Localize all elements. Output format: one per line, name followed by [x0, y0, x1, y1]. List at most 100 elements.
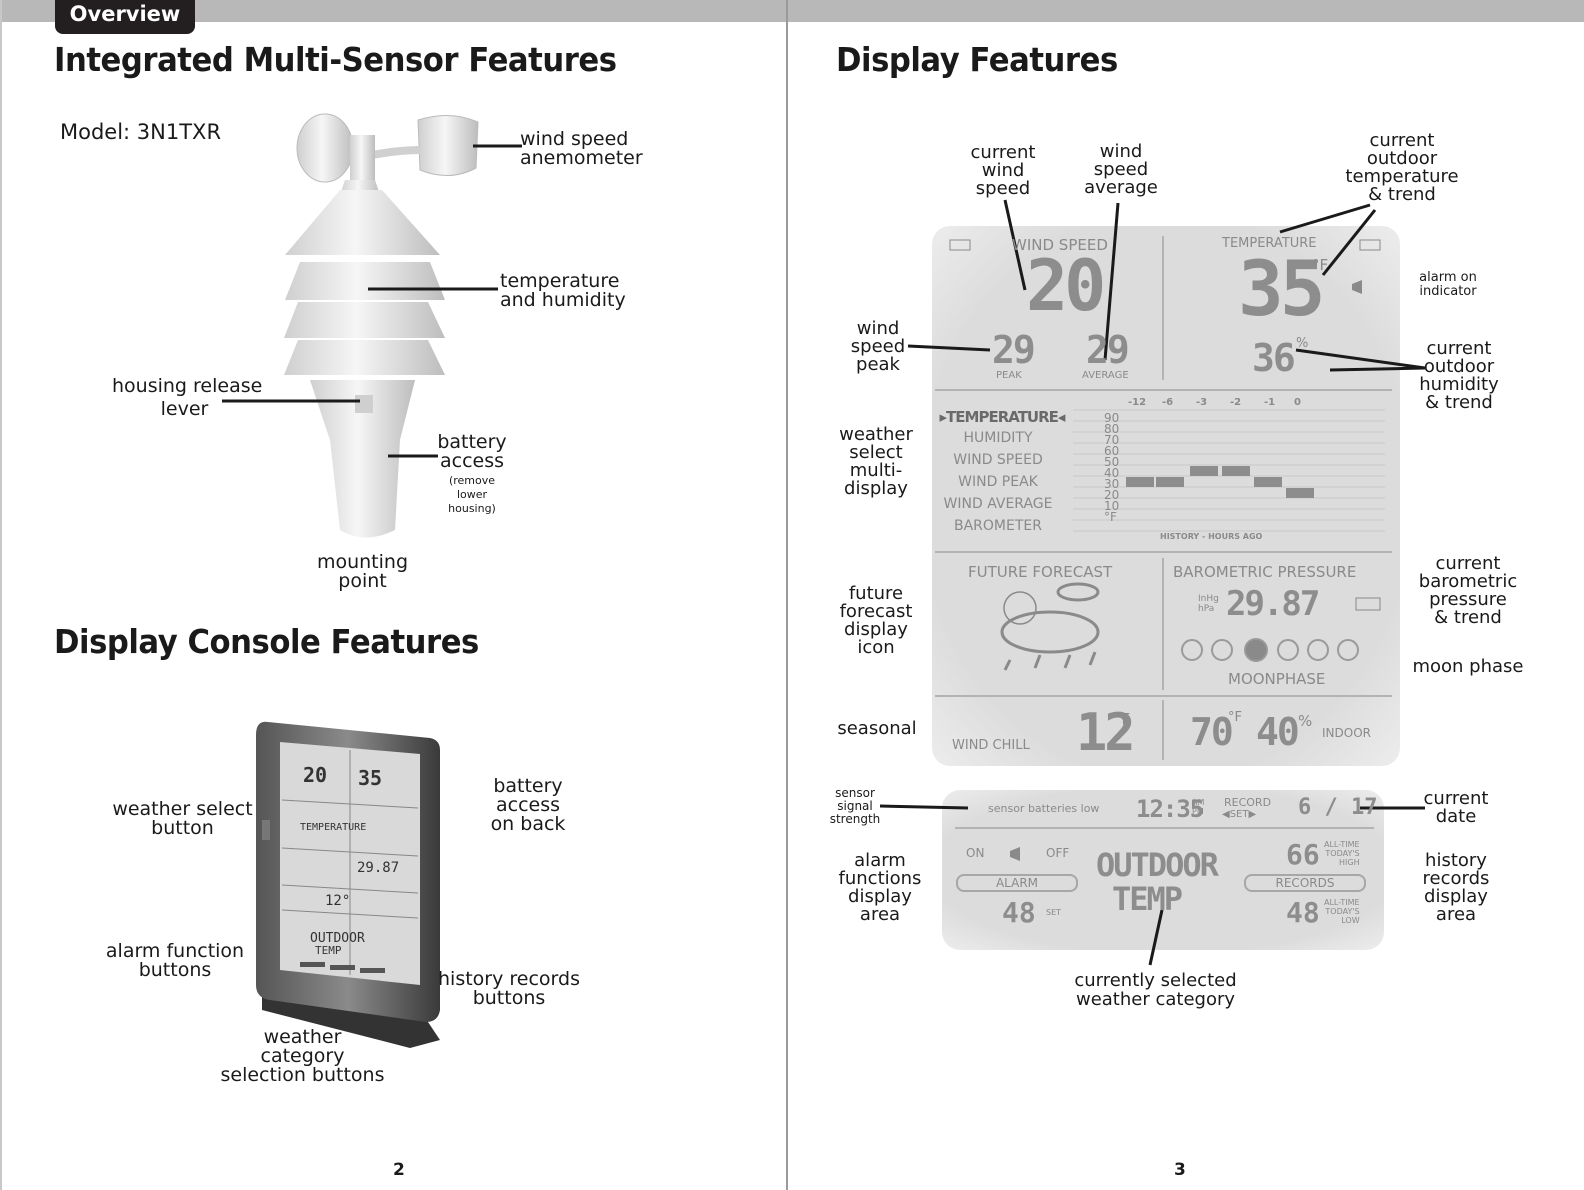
history-bar [1190, 466, 1218, 476]
lcd-wind-speed-label: WIND SPEED [1012, 236, 1108, 254]
callout-history-area: history records display area [1422, 850, 1490, 925]
lcd-temp-value: 35 [1238, 244, 1325, 333]
lcd-humidity-unit: % [1296, 336, 1309, 351]
indoor-hum-value: 40 [1256, 710, 1300, 754]
console-features-title: Display Console Features [54, 622, 479, 661]
selected-category-line1: OUTDOOR [1096, 846, 1219, 884]
callout-alarm-area: alarm functions display area [838, 850, 922, 925]
callout-outdoor-temp: current outdoor temperature & trend [1345, 130, 1459, 205]
baro-value: 29.87 [1226, 584, 1320, 624]
callout-alarm-on: alarm on indicator [1419, 270, 1477, 299]
svg-text:29.87: 29.87 [357, 860, 399, 876]
record-label: RECORD [1224, 796, 1272, 809]
lcd-ampm: AM PM [1192, 798, 1205, 816]
model-number: Model: 3N1TXR [60, 120, 222, 144]
battery-access-label: battery access [437, 431, 507, 472]
callout-seasonal: seasonal [837, 718, 917, 739]
lcd-avg-label: AVERAGE [1082, 370, 1129, 381]
future-forecast-label: FUTURE FORECAST [968, 563, 1113, 581]
page-edge [0, 0, 2, 1190]
svg-text:TEMPERATURE: TEMPERATURE [300, 822, 366, 833]
callout-outdoor-humidity: current outdoor humidity & trend [1419, 338, 1499, 413]
barometric-label: BAROMETRIC PRESSURE [1173, 563, 1357, 581]
lcd-peak-label: PEAK [996, 370, 1022, 381]
history-hour-label: 0 [1294, 397, 1301, 408]
sensor-illustration [222, 113, 522, 538]
set-label: ◀SET▶ [1222, 809, 1257, 820]
wind-chill-label: WIND CHILL [952, 738, 1030, 753]
lcd-time: 12:35 [1136, 795, 1204, 823]
category-buttons-label: weather category selection buttons [220, 1026, 385, 1086]
history-y-tick: 80 [1104, 422, 1120, 436]
svg-text:OUTDOOR: OUTDOOR [310, 931, 365, 946]
history-y-tick: 30 [1104, 477, 1120, 491]
record-low-value: 48 [1286, 896, 1320, 929]
history-y-tick: 90 [1104, 411, 1120, 425]
callout-selected-category: currently selected weather category [1074, 970, 1237, 1010]
record-high-label: ALL-TIME TODAY'S HIGH [1324, 840, 1360, 867]
history-hour-label: -3 [1196, 397, 1208, 408]
history-bar [1254, 477, 1282, 487]
battery-note: (remove lower housing) [448, 474, 496, 515]
chill-unit: °F [1114, 710, 1131, 728]
callout-wind-peak: wind speed peak [850, 318, 906, 375]
weather-menu-item: ▸TEMPERATURE◂ [939, 408, 1066, 426]
sensor-features-title: Integrated Multi-Sensor Features [54, 40, 617, 79]
alarm-off-label: OFF [1046, 846, 1070, 860]
history-bar [1156, 477, 1184, 487]
weather-menu-item: BAROMETER [954, 518, 1042, 534]
lcd-humidity-value: 36 [1252, 336, 1296, 380]
weather-menu-item: WIND SPEED [953, 452, 1043, 468]
lcd-avg-value: 29 [1086, 328, 1130, 372]
history-caption: HISTORY - HOURS AGO [1160, 532, 1263, 541]
housing-release-label: housing release lever [112, 375, 263, 420]
mounting-point-label: mounting point [316, 551, 409, 592]
weather-select-button-label: weather select button [112, 798, 253, 839]
weather-menu-item: WIND PEAK [958, 474, 1038, 490]
moonphase-label: MOONPHASE [1228, 670, 1326, 688]
history-y-tick: 60 [1104, 444, 1120, 458]
history-y-tick: °F [1104, 510, 1117, 524]
display-features-title: Display Features [836, 40, 1118, 79]
history-hour-label: -12 [1128, 397, 1147, 408]
history-y-tick: 70 [1104, 433, 1120, 447]
indoor-temp-value: 70 [1190, 710, 1234, 754]
history-y-tick: 50 [1104, 455, 1120, 469]
page-number-left: 2 [393, 1160, 405, 1180]
callout-current-date: current date [1423, 788, 1489, 827]
page-spine [786, 0, 788, 1190]
indoor-hum-unit: % [1298, 712, 1313, 730]
weather-menu-item: WIND AVERAGE [943, 496, 1053, 512]
anemometer-cups [296, 113, 479, 183]
callout-weather-select: weather select multi- display [839, 424, 913, 499]
callout-current-wind: current wind speed [970, 142, 1036, 199]
lcd-temperature-label: TEMPERATURE [1222, 236, 1317, 251]
callout-barometric: current barometric pressure & trend [1418, 553, 1518, 628]
record-low-label: ALL-TIME TODAY'S LOW [1324, 898, 1360, 925]
alarm-label: ALARM [956, 874, 1078, 892]
history-hour-label: -2 [1230, 397, 1242, 408]
history-bar [1286, 488, 1314, 498]
records-label: RECORDS [1244, 874, 1366, 892]
top-bar [0, 0, 1584, 22]
lcd-wind-value: 20 [1026, 245, 1106, 327]
selected-category-line2: TEMP [1112, 880, 1183, 918]
alarm-speaker-icon [1010, 280, 1362, 861]
overview-tab: Overview [55, 0, 195, 34]
svg-text:12°: 12° [325, 893, 350, 909]
history-bars [1126, 466, 1314, 498]
lcd-peak-value: 29 [992, 328, 1036, 372]
history-y-tick: 20 [1104, 488, 1120, 502]
lower-housing [310, 380, 415, 538]
wind-speed-label: wind speed anemometer [520, 128, 643, 169]
lcd-date: 6 / 17 [1298, 795, 1378, 820]
history-y-tick: 40 [1104, 466, 1120, 480]
svg-text:35: 35 [358, 766, 382, 790]
alarm-buttons-label: alarm function buttons [105, 940, 245, 981]
chill-value: 12 [1076, 703, 1136, 763]
battery-back-label: battery access on back [490, 775, 566, 835]
callout-moon-phase: moon phase [1412, 656, 1524, 677]
temp-humidity-label: temperature and humidity [500, 270, 626, 311]
sensor-batteries-text: sensor batteries low [988, 802, 1100, 815]
